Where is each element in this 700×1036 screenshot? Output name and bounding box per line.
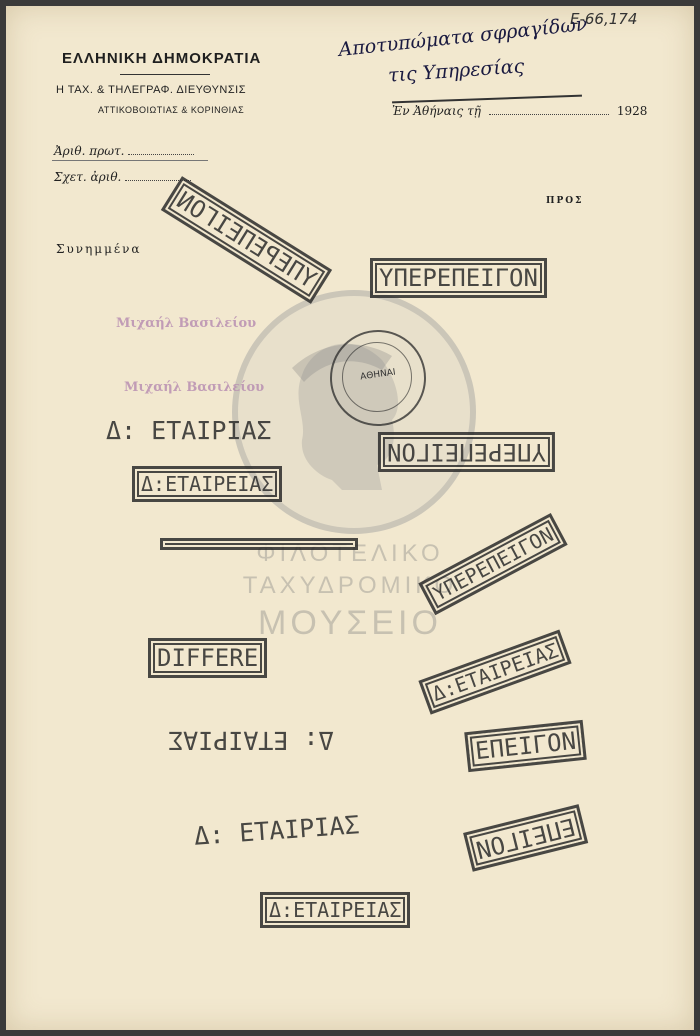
letterhead-department: Η ΤΑΧ. & ΤΗΛΕΓΡΑΦ. ΔΙΕΥΘΥΝΣΙΣ: [56, 84, 247, 96]
stamp-yperepeigon-inverted: ΥΠΕΡΕΠΕΙΓΟΝ: [378, 432, 555, 472]
recipient-label: ΠΡΟΣ: [546, 196, 584, 206]
protocol-underline: [52, 160, 208, 161]
round-postmark: ΑΘΗΝΑΙ: [330, 330, 426, 426]
stamp-yperepeigon: ΥΠΕΡΕΠΕΙΓΟΝ: [370, 258, 547, 298]
name-stamp-pink: Μιχαήλ Βασιλείου: [116, 316, 257, 331]
related-number-field: Σχετ. ἀριθ.: [54, 170, 192, 184]
stamp-etairias-inverted: Δ: ΕΤΑΙΡΙΑΣ: [168, 726, 334, 755]
letterhead-title: ΕΛΛΗΝΙΚΗ ΔΗΜΟΚΡΑΤΙΑ: [62, 50, 262, 67]
stamp-faint-boxed: [160, 538, 358, 550]
watermark-line3: ΜΟΥΣΕΙΟ: [258, 604, 442, 642]
letterhead-region: ΑΤΤΙΚΟΒΟΙΩΤΙΑΣ & ΚΟΡΙΝΘΙΑΣ: [98, 105, 245, 115]
catalog-number: E-66,174: [570, 10, 638, 28]
stamp-differe: DIFFERE: [148, 638, 268, 678]
watermark-line2: ΤΑΧΥΔΡΟΜΙΚΟ: [242, 572, 458, 599]
attachments-label: Συνημμένα: [56, 242, 142, 256]
letterhead-divider: [120, 74, 210, 75]
protocol-number-field: Ἀριθ. πρωτ.: [54, 144, 195, 158]
stamp-etairias: Δ: ΕΤΑΙΡΙΑΣ: [106, 416, 272, 445]
name-stamp-pink: Μιχαήλ Βασιλείου: [124, 380, 265, 395]
stamp-etaireias-bottom: Δ:ΕΤΑΙΡΕΙΑΣ: [260, 892, 411, 928]
watermark-line1: ΦΙΛΟΤΕΛΙΚΟ: [256, 540, 444, 567]
stamp-etaireias-boxed: Δ:ΕΤΑΙΡΕΙΑΣ: [132, 466, 283, 502]
